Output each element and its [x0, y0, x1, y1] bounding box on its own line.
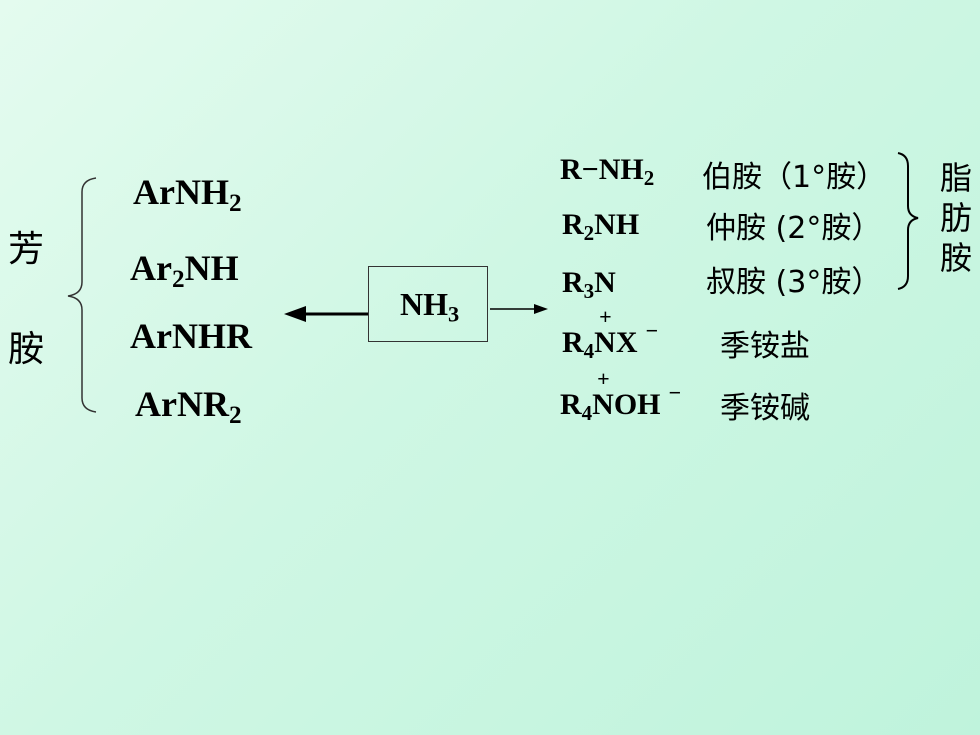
formula-arnr2: ArNR2	[135, 384, 242, 430]
formula-r-nh2: R−NH2	[560, 153, 655, 190]
aliphatic-amine-label-char2: 肪	[940, 199, 973, 237]
aromatic-brace	[67, 177, 97, 413]
secondary-amine-name: 仲胺 (2°胺）	[706, 211, 882, 246]
aromatic-amine-label-char2: 胺	[8, 329, 45, 370]
aliphatic-amine-label-char1: 脂	[940, 159, 973, 197]
tertiary-amine-name: 叔胺 (3°胺）	[706, 265, 882, 300]
plus-charge: +	[597, 366, 610, 391]
formula-ar2nh: Ar2NH	[130, 248, 239, 294]
aromatic-amine-label: 芳 胺	[8, 232, 48, 368]
minus-charge: −	[668, 380, 682, 405]
minus-charge: −	[645, 318, 659, 343]
formula-quaternary-base: R4+NOH−	[560, 366, 682, 425]
formula-nh3: NH3	[400, 286, 460, 327]
aliphatic-amine-label: 脂 肪 胺	[940, 162, 976, 274]
plus-charge: +	[599, 304, 612, 329]
arrow-to-aliphatic-head	[534, 304, 548, 314]
primary-amine-name: 伯胺（1°胺）	[702, 160, 887, 195]
aliphatic-brace	[897, 152, 919, 290]
formula-arnh2: ArNH2	[133, 172, 242, 218]
quaternary-base-name: 季铵碱	[720, 391, 810, 426]
quaternary-salt-name: 季铵盐	[720, 329, 810, 364]
formula-arnhr: ArNHR	[130, 316, 252, 356]
formula-r3n: R3N	[562, 266, 616, 303]
arrow-to-aromatic-head	[284, 306, 306, 322]
ammonia-box	[368, 266, 488, 342]
aliphatic-amine-label-char3: 胺	[940, 239, 973, 277]
formula-r2nh: R2NH	[562, 208, 640, 245]
formula-quaternary-salt: R4+NX−	[562, 304, 659, 363]
aromatic-amine-label-char1: 芳	[8, 229, 45, 270]
